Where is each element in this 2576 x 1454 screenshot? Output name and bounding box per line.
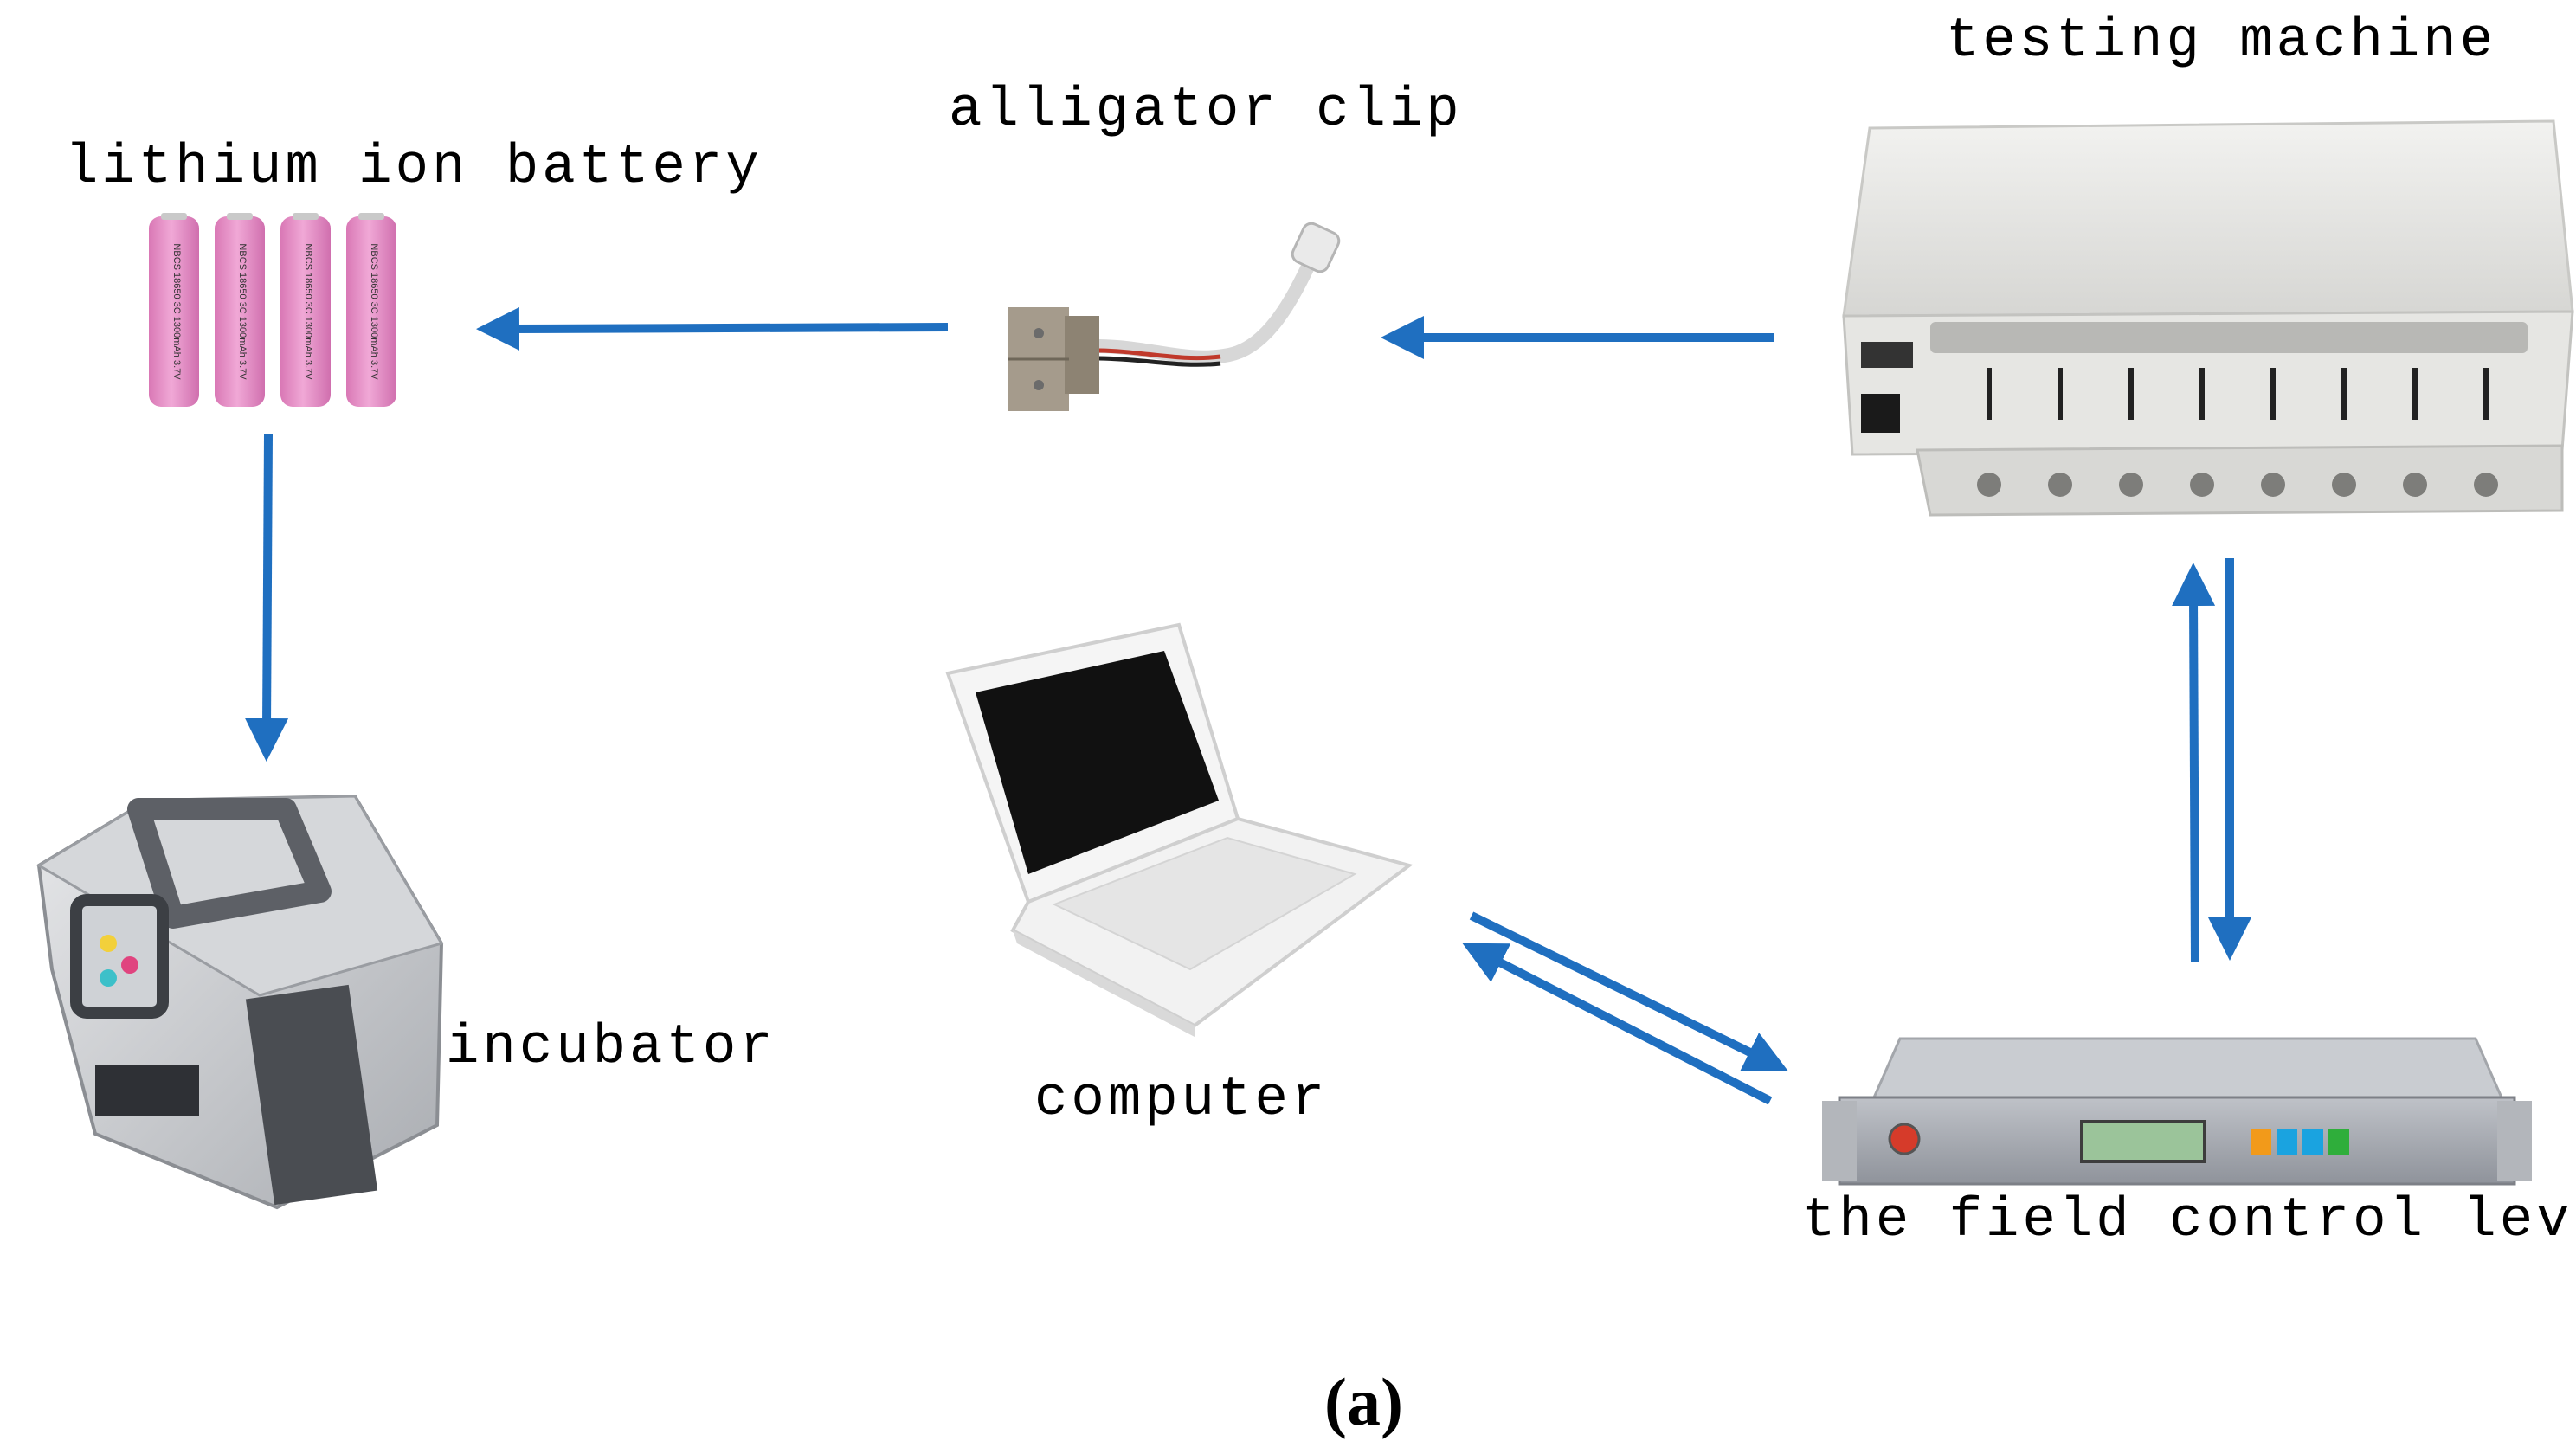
figure-caption: (a) [1324, 1364, 1403, 1439]
testing-machine-image [1842, 119, 2574, 517]
alligator-clip-image [1008, 222, 1341, 411]
battery-print: NBCS 18650 3C 1300mAh 3.7V [171, 243, 182, 380]
battery-cell: NBCS 18650 3C 1300mAh 3.7V [215, 213, 265, 407]
arrow-clip-to-battery [476, 306, 949, 351]
arrows [245, 306, 2251, 1105]
label-lithium-ion-battery: lithium ion battery [65, 137, 763, 199]
battery-print: NBCS 18650 3C 1300mAh 3.7V [303, 243, 313, 380]
arrow-computer-to-control [1469, 911, 1788, 1072]
label-computer: computer [1034, 1069, 1329, 1131]
label-testing-machine: testing machine [1946, 10, 2497, 73]
label-incubator: incubator [446, 1017, 776, 1079]
battery-print: NBCS 18650 3C 1300mAh 3.7V [369, 243, 379, 380]
arrow-battery-to-incubator [245, 434, 289, 762]
battery-cell: NBCS 18650 3C 1300mAh 3.7V [280, 213, 331, 407]
battery-cell: NBCS 18650 3C 1300mAh 3.7V [149, 213, 199, 407]
arrow-control-to-machine [2172, 563, 2216, 963]
incubator-image [36, 794, 444, 1210]
computer-image [945, 622, 1414, 1037]
lithium-ion-battery-image: NBCS 18650 3C 1300mAh 3.7V NBCS 18650 3C… [149, 213, 396, 407]
field-control-level-image [1822, 1037, 2532, 1186]
battery-print: NBCS 18650 3C 1300mAh 3.7V [237, 243, 248, 380]
label-field-control-level: the field control level [1802, 1190, 2576, 1252]
battery-cell: NBCS 18650 3C 1300mAh 3.7V [346, 213, 396, 407]
label-alligator-clip: alligator clip [949, 80, 1463, 142]
arrow-control-to-computer [1462, 943, 1773, 1105]
